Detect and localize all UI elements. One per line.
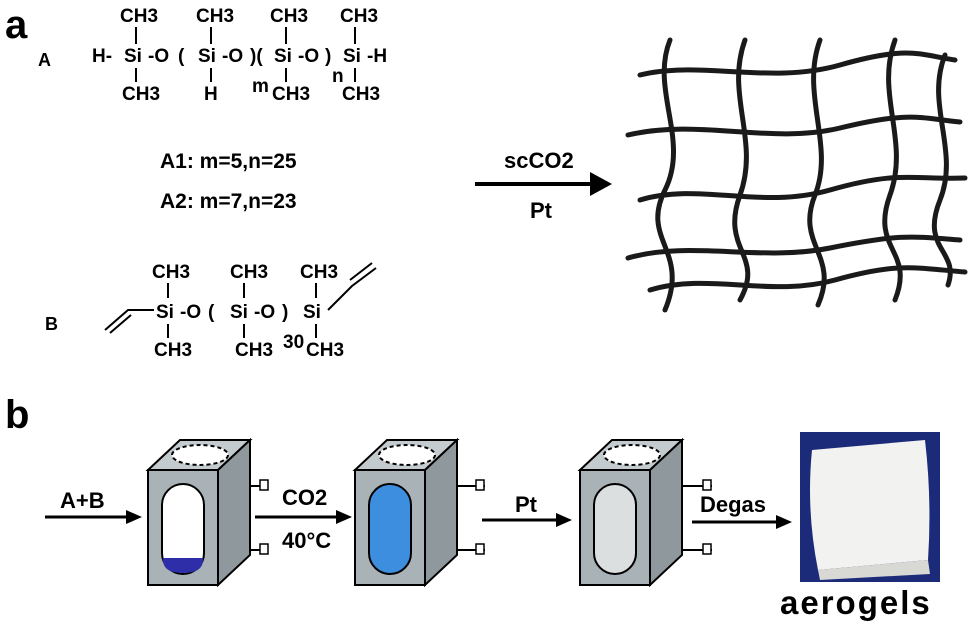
bracket-close: ) [325, 46, 331, 67]
pt-label: Pt [515, 492, 538, 517]
co2-label: CO2 [282, 485, 327, 510]
vessel-2 [352, 437, 485, 588]
methyl-group: CH3 [306, 340, 344, 361]
hydrogen-end: H- [92, 46, 112, 67]
silicon-atom: Si [198, 46, 216, 67]
vessel-1 [145, 437, 269, 588]
compound-a-structure: CH3 CH3 CH3 CH3 H- Si -O ( Si -O )( Si -… [92, 6, 387, 105]
hydrogen-end: -H [367, 46, 387, 67]
input-label: A+B [60, 488, 105, 513]
step-arrow-pt: Pt [482, 492, 572, 527]
methyl-group: CH3 [235, 340, 273, 361]
panel-b-letter: b [5, 393, 29, 437]
step-arrow-co2: CO2 40°C [255, 485, 352, 553]
silicon-atom: Si [303, 302, 321, 323]
bracket-close: ) [282, 302, 288, 323]
methyl-group: CH3 [230, 262, 268, 283]
compound-a-label: A [38, 50, 51, 70]
arrow-label-top: scCO2 [504, 148, 574, 173]
methyl-group: CH3 [272, 84, 310, 105]
temperature-label: 40°C [282, 528, 331, 553]
oxygen-link: -O [254, 302, 275, 323]
bracket-open: ( [178, 46, 185, 67]
degas-label: Degas [700, 492, 766, 517]
subscript-30: 30 [283, 332, 304, 353]
methyl-group: CH3 [342, 84, 380, 105]
aerogel-photo: aerogels [780, 432, 940, 621]
arrow-label-bottom: Pt [530, 198, 553, 223]
methyl-group: CH3 [120, 6, 158, 27]
oxygen-link: -O [180, 302, 201, 323]
hydrogen-side: H [204, 84, 218, 105]
oxygen-link: -O [222, 46, 243, 67]
methyl-group: CH3 [270, 6, 308, 27]
input-arrow: A+B [45, 488, 142, 524]
oxygen-link: -O [148, 46, 169, 67]
compound-b-label: B [45, 314, 58, 334]
compound-b-structure: CH3 CH3 CH3 Si -O ( Si -O ) Si CH3 CH3 C… [104, 262, 377, 361]
step-arrow-degas: Degas [692, 492, 792, 529]
subscript-m: m [252, 76, 269, 97]
silicon-atom: Si [343, 46, 361, 67]
polymer-network [625, 37, 968, 313]
silicon-atom: Si [274, 46, 292, 67]
methyl-group: CH3 [196, 6, 234, 27]
methyl-group: CH3 [122, 84, 160, 105]
methyl-group: CH3 [152, 262, 190, 283]
methyl-group: CH3 [340, 6, 378, 27]
subscript-n: n [332, 66, 344, 87]
oxygen-link: -O [298, 46, 319, 67]
methyl-group: CH3 [300, 262, 338, 283]
panel-a-letter: a [5, 3, 28, 47]
aerogels-label: aerogels [780, 584, 932, 621]
reaction-arrow: scCO2 Pt [475, 148, 612, 223]
methyl-group: CH3 [154, 340, 192, 361]
silicon-atom: Si [230, 302, 248, 323]
bracket-open: ( [208, 302, 215, 323]
silicon-atom: Si [124, 46, 142, 67]
variant-a2: A2: m=7,n=23 [160, 190, 297, 213]
bracket-pair: )( [250, 46, 263, 67]
variant-a1: A1: m=5,n=25 [160, 150, 297, 173]
silicon-atom: Si [156, 302, 174, 323]
vessel-3 [577, 437, 712, 588]
